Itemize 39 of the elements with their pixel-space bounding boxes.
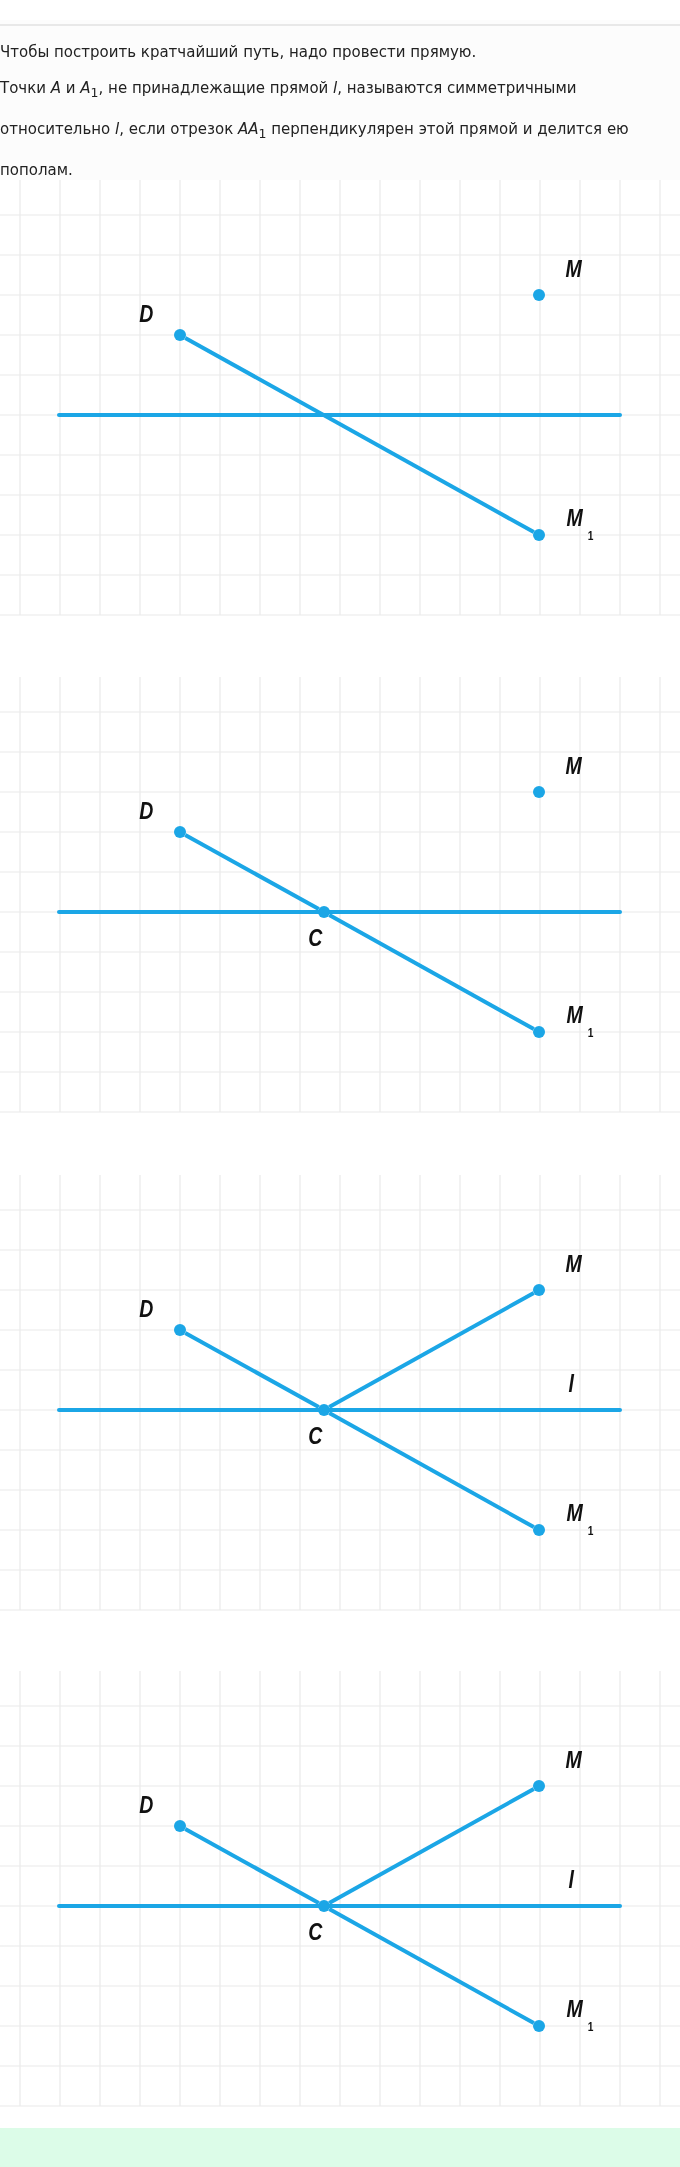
point-dot	[174, 1820, 186, 1832]
point-label: C	[308, 1921, 323, 1944]
point-dot	[318, 1404, 330, 1416]
point-label: M	[565, 1749, 582, 1772]
point-label: M	[565, 1253, 582, 1276]
paragraph: Чтобы построить кратчайший путь, надо провести прямую.	[0, 42, 478, 63]
point-dot	[318, 1900, 330, 1912]
point-dot	[174, 826, 186, 838]
line-segment	[184, 1331, 320, 1409]
line-segment	[184, 1827, 320, 1905]
point-label: M	[565, 258, 582, 281]
point-label: D	[139, 1794, 154, 1817]
point-dot	[318, 906, 330, 918]
line-segment	[328, 1291, 535, 1409]
point-label: D	[139, 800, 154, 823]
point-dot	[533, 1524, 545, 1536]
line-segment	[184, 336, 535, 534]
point-label: D	[139, 1298, 154, 1321]
point-dot	[533, 289, 545, 301]
point-label: C	[308, 1425, 323, 1448]
point-dot	[174, 329, 186, 341]
line-segment	[328, 1787, 535, 1905]
point-dot	[533, 529, 545, 541]
paragraph: Точки A и A$_{1}$, не принадлежащие прямой l, называются симметричными относительно l, если отрезок AA$_{1}$ перпендикулярен этой прямой и делится ею пополам.	[0, 78, 630, 181]
point-dot	[174, 1324, 186, 1336]
point-dot	[533, 2020, 545, 2032]
line-segment	[184, 833, 320, 911]
point-label: C	[308, 927, 323, 950]
line-segment	[328, 1907, 535, 2025]
point-label: M	[565, 755, 582, 778]
line-segment	[328, 1411, 535, 1529]
line-label: l	[568, 1868, 574, 1892]
line-label: l	[568, 1372, 574, 1396]
point-dot	[533, 1780, 545, 1792]
point-label: D	[139, 303, 154, 326]
line-segment	[328, 913, 535, 1031]
point-dot	[533, 786, 545, 798]
point-dot	[533, 1026, 545, 1038]
point-dot	[533, 1284, 545, 1296]
